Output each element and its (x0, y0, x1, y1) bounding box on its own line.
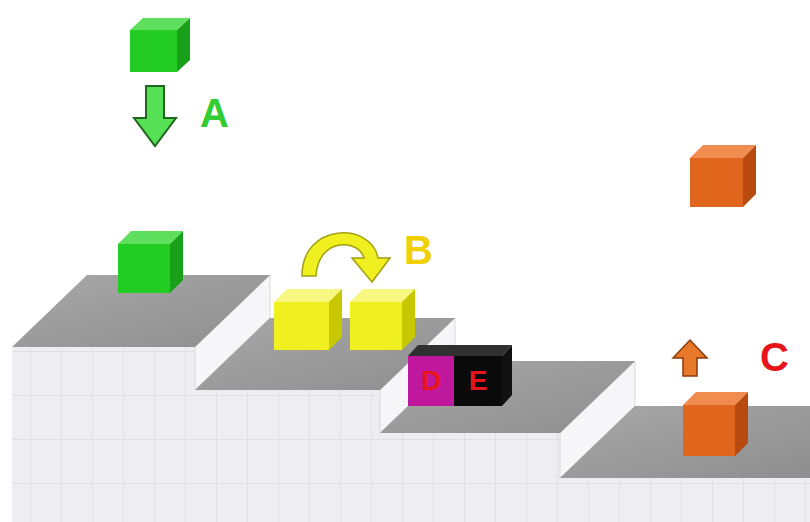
yellow-cube (274, 289, 342, 350)
green-cube (118, 231, 183, 293)
step-label: A (200, 93, 229, 133)
step-top (560, 406, 810, 478)
magenta-cube: D (408, 356, 454, 406)
black-cube (408, 345, 512, 406)
step-label: C (760, 337, 789, 377)
block-front (380, 433, 560, 522)
up-arrow (673, 340, 707, 376)
orange-cube (683, 392, 748, 456)
block-front (195, 390, 380, 522)
down-arrow (134, 86, 176, 146)
green-cube (130, 18, 190, 72)
step-label: B (404, 230, 433, 270)
orange-cube (690, 145, 756, 207)
block-front (560, 478, 810, 522)
yellow-cube (350, 289, 415, 350)
cube-letter: E (469, 367, 488, 395)
block-front (12, 347, 195, 522)
hop-arrow (302, 233, 390, 282)
cube-letter: D (421, 367, 441, 395)
black-cube: E (454, 356, 502, 406)
